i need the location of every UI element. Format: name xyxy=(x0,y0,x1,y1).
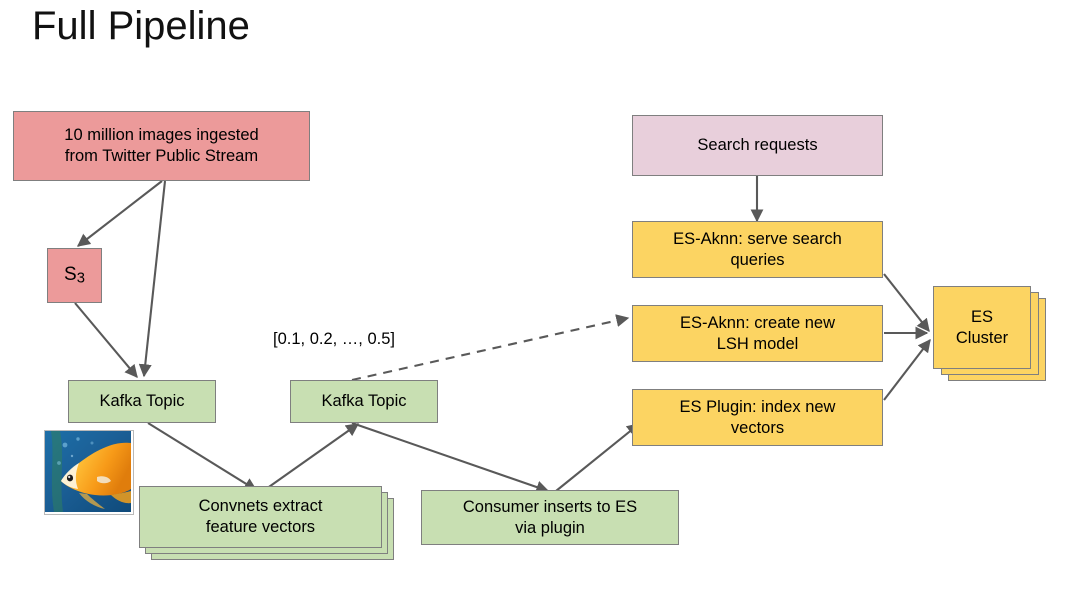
goldfish-photo xyxy=(44,430,134,515)
node-kafka-topic-1[interactable]: Kafka Topic xyxy=(68,380,216,423)
edge-esplugin-to-cluster xyxy=(883,338,931,401)
edge-convnets-to-kafka2 xyxy=(265,423,360,490)
node-es-plugin-index-label: ES Plugin: index new vectors xyxy=(679,397,836,437)
node-s3[interactable]: S3 xyxy=(47,248,102,303)
node-es-cluster[interactable]: ES Cluster xyxy=(933,286,1031,369)
node-kafka-topic-2[interactable]: Kafka Topic xyxy=(290,380,438,423)
edge-ingest-to-kafka1 xyxy=(138,180,167,378)
edge-kafka2-to-consumer xyxy=(351,422,550,494)
node-ingest[interactable]: 10 million images ingested from Twitter … xyxy=(13,111,310,181)
edge-s3-to-kafka1 xyxy=(74,302,138,378)
node-kafka-topic-1-label: Kafka Topic xyxy=(99,392,185,411)
edge-kafka2-to-esaknn-create-dashed xyxy=(351,314,630,382)
node-es-aknn-serve[interactable]: ES-Aknn: serve search queries xyxy=(632,221,883,278)
edge-esaknn-serve-to-cluster xyxy=(883,273,930,333)
node-s3-subscript: 3 xyxy=(76,270,85,287)
node-convnets[interactable]: Convnets extract feature vectors xyxy=(139,486,382,548)
page-title: Full Pipeline xyxy=(32,4,250,48)
node-convnets-label: Convnets extract feature vectors xyxy=(198,497,323,536)
edge-kafka1-to-convnets xyxy=(147,422,258,491)
node-ingest-label: 10 million images ingested from Twitter … xyxy=(64,126,259,165)
node-es-aknn-serve-label: ES-Aknn: serve search queries xyxy=(673,229,842,269)
edge-ingest-to-s3 xyxy=(76,180,163,247)
node-es-aknn-create[interactable]: ES-Aknn: create new LSH model xyxy=(632,305,883,362)
node-es-cluster-label: ES Cluster xyxy=(955,307,1009,347)
node-es-aknn-create-label: ES-Aknn: create new LSH model xyxy=(680,313,835,353)
node-search-requests-label: Search requests xyxy=(697,136,818,155)
edge-consumer-to-esplugin xyxy=(555,423,641,492)
node-s3-label: S3 xyxy=(64,263,85,287)
node-search-requests[interactable]: Search requests xyxy=(632,115,883,176)
edge-label-feature-vector: [0.1, 0.2, …, 0.5] xyxy=(273,330,395,348)
node-kafka-topic-2-label: Kafka Topic xyxy=(321,392,407,411)
node-es-plugin-index[interactable]: ES Plugin: index new vectors xyxy=(632,389,883,446)
node-consumer[interactable]: Consumer inserts to ES via plugin xyxy=(421,490,679,545)
node-consumer-label: Consumer inserts to ES via plugin xyxy=(462,497,638,537)
